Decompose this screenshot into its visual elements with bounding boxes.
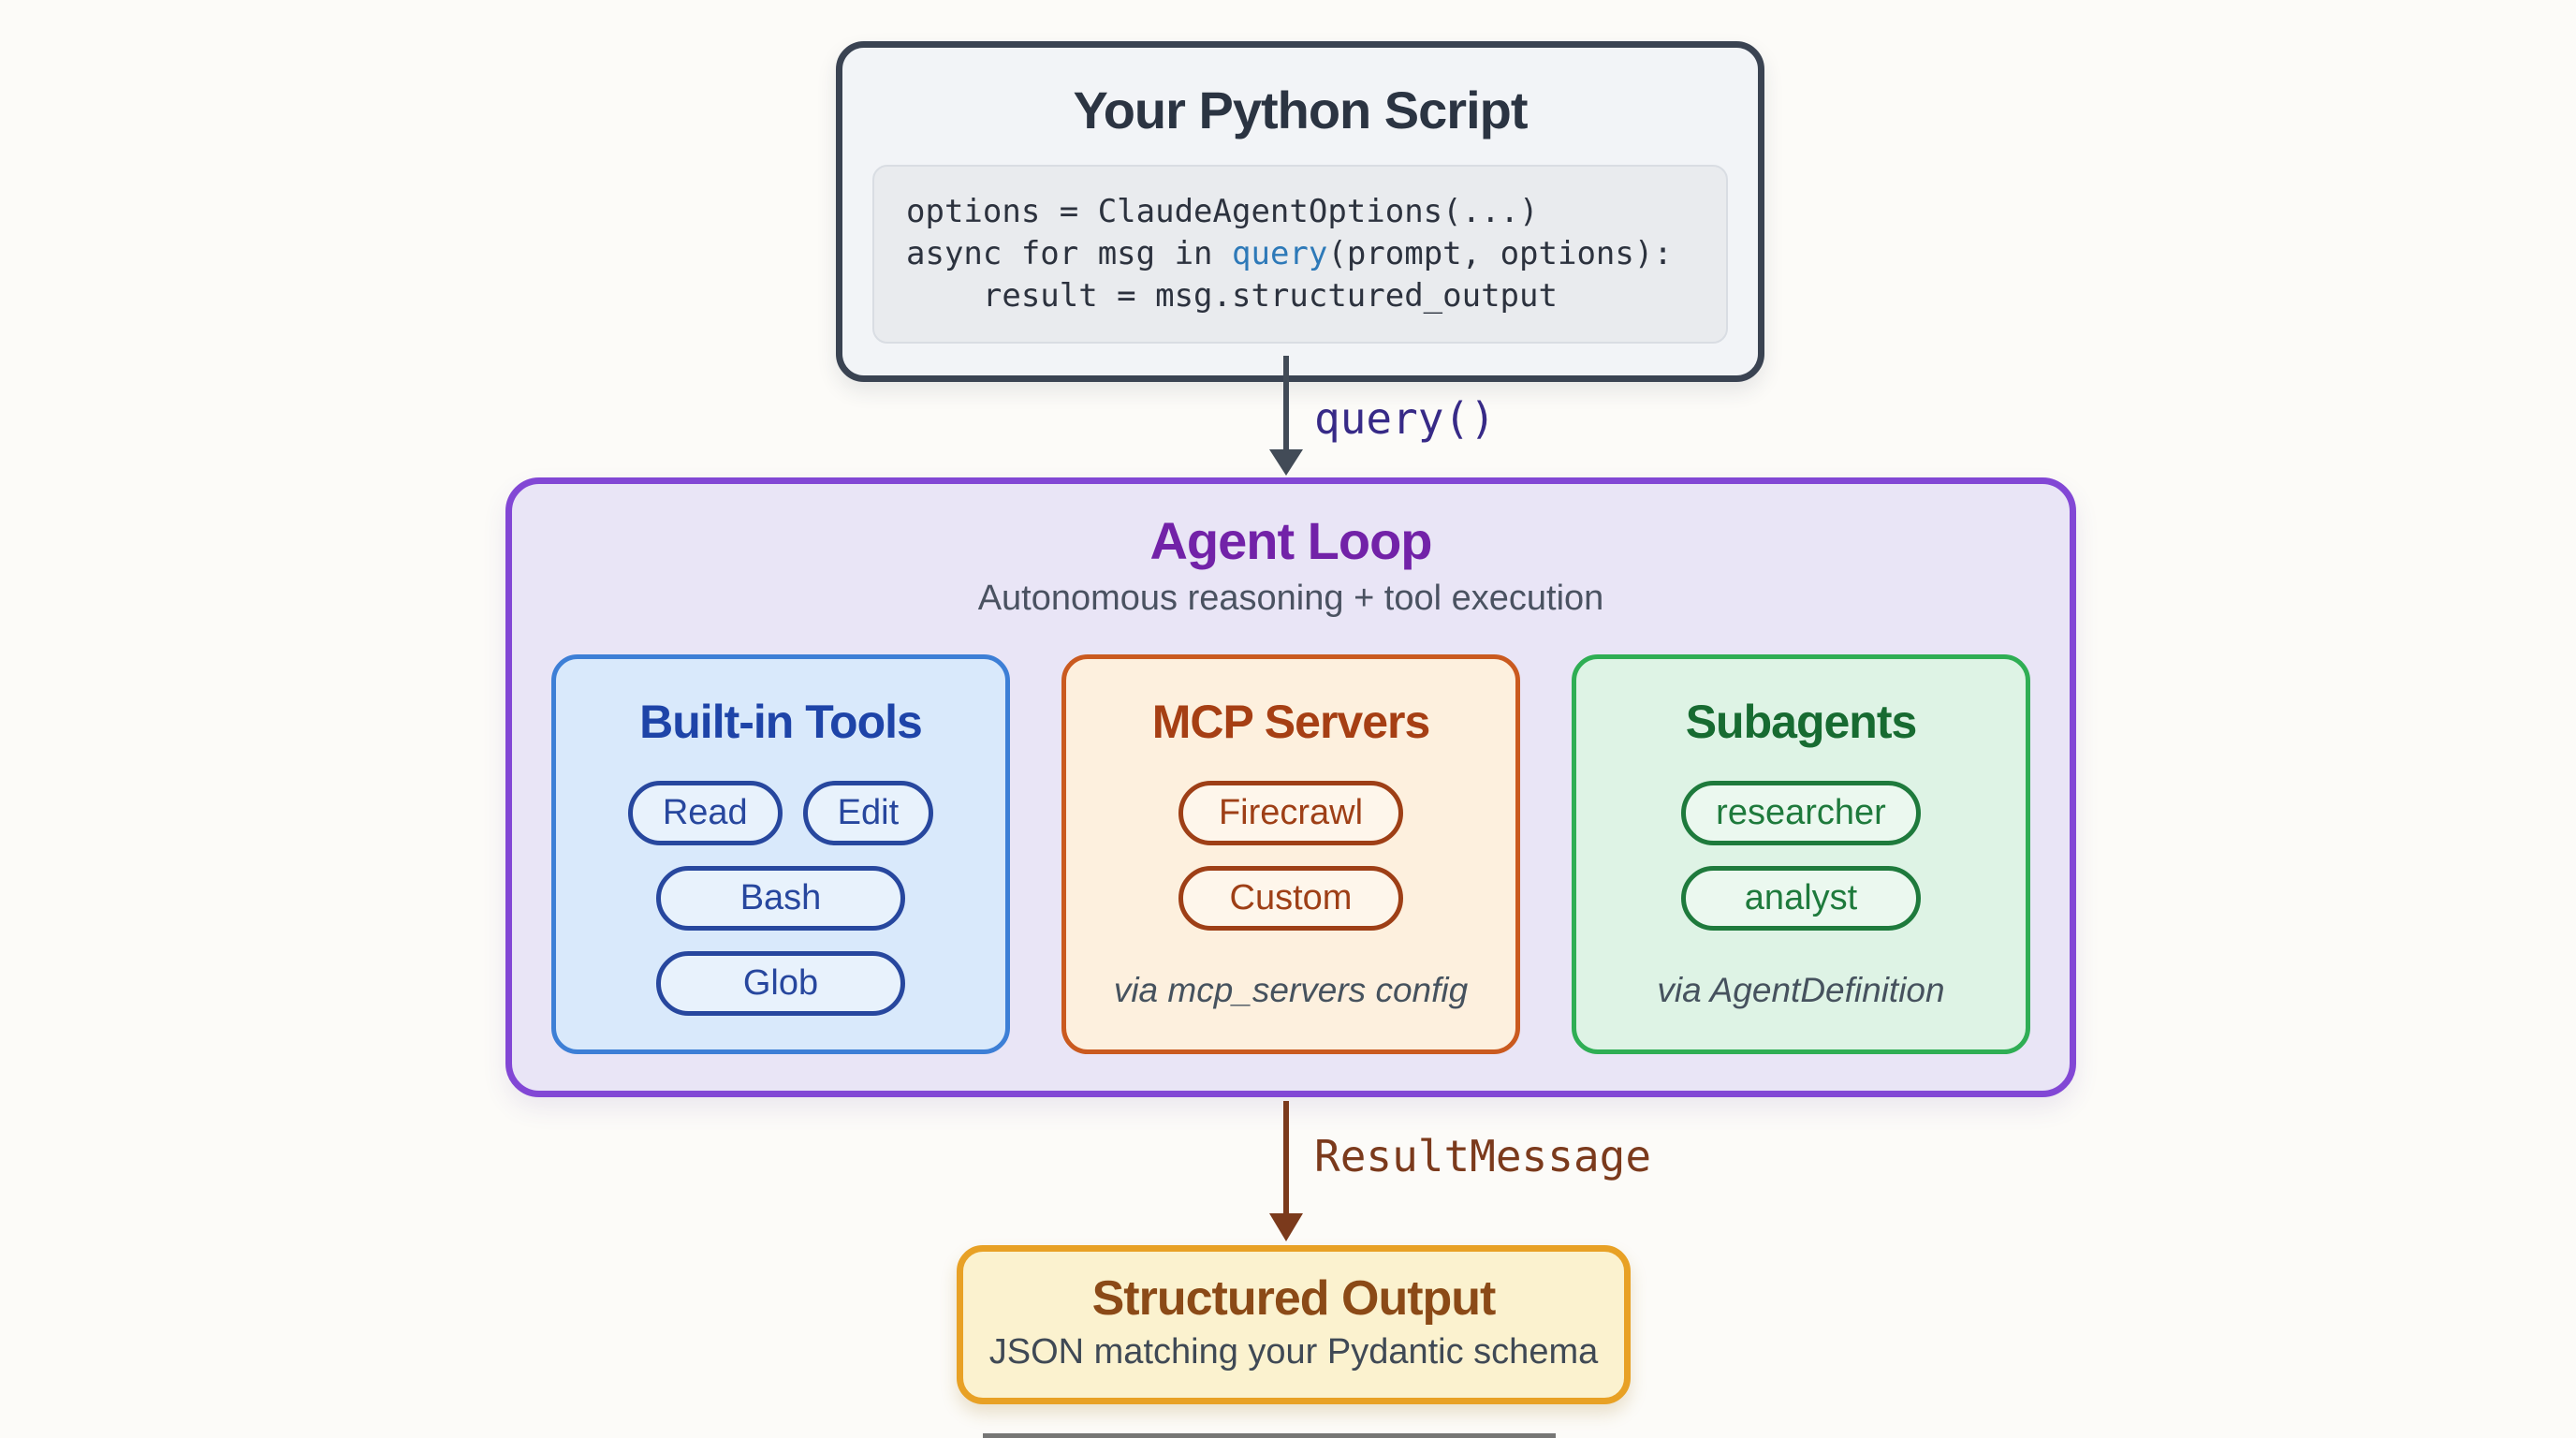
result-arrow-line [1283, 1101, 1289, 1215]
python-script-box: Your Python Script options = ClaudeAgent… [836, 41, 1764, 382]
pill-analyst: analyst [1681, 866, 1921, 931]
query-arrow [1269, 356, 1303, 476]
structured-output-title: Structured Output [1091, 1271, 1497, 1326]
structured-output-box: Structured Output JSON matching your Pyd… [957, 1245, 1631, 1404]
code-line-2-post: (prompt, options): [1327, 235, 1673, 272]
subagents-box: Subagents researcher analyst via AgentDe… [1572, 654, 2030, 1054]
subagents-caption: via AgentDefinition [1657, 971, 1945, 1009]
bottom-edge-line [983, 1433, 1556, 1438]
pill-custom: Custom [1178, 866, 1403, 931]
query-arrow-line [1283, 356, 1289, 451]
mcp-servers-title: MCP Servers [1151, 696, 1431, 748]
pill-bash: Bash [656, 866, 905, 931]
result-arrow-head-icon [1269, 1213, 1303, 1241]
code-line-2: async for msg in query(prompt, options): [906, 233, 1694, 275]
mcp-servers-box: MCP Servers Firecrawl Custom via mcp_ser… [1061, 654, 1520, 1054]
agent-loop-subtitle: Autonomous reasoning + tool execution [977, 579, 1604, 618]
result-arrow-label: ResultMessage [1314, 1131, 1652, 1181]
mcp-servers-caption: via mcp_servers config [1113, 971, 1469, 1009]
agent-loop-columns: Built-in Tools Read Edit Bash Glob MCP S… [512, 654, 2070, 1054]
builtin-tools-pill-row: Read Edit [627, 781, 934, 845]
code-line-3: result = msg.structured_output [906, 277, 1558, 315]
pill-edit: Edit [802, 781, 934, 845]
pill-glob: Glob [656, 951, 905, 1016]
builtin-tools-box: Built-in Tools Read Edit Bash Glob [551, 654, 1010, 1054]
structured-output-subtitle: JSON matching your Pydantic schema [988, 1332, 1599, 1372]
agent-loop-title: Agent Loop [1149, 511, 1432, 570]
result-arrow [1269, 1101, 1303, 1243]
builtin-tools-title: Built-in Tools [639, 696, 923, 748]
query-arrow-label: query() [1314, 393, 1496, 444]
code-line-2-pre: async for msg in [906, 235, 1232, 272]
code-fn-query: query [1232, 235, 1328, 272]
code-block: options = ClaudeAgentOptions(...)async f… [872, 165, 1728, 344]
pill-read: Read [627, 781, 783, 845]
subagents-title: Subagents [1685, 696, 1918, 748]
script-box-title: Your Python Script [1073, 81, 1529, 139]
pill-firecrawl: Firecrawl [1178, 781, 1403, 845]
pill-researcher: researcher [1681, 781, 1921, 845]
code-line-1: options = ClaudeAgentOptions(...) [906, 193, 1539, 230]
query-arrow-head-icon [1269, 449, 1303, 476]
agent-loop-box: Agent Loop Autonomous reasoning + tool e… [505, 477, 2076, 1097]
